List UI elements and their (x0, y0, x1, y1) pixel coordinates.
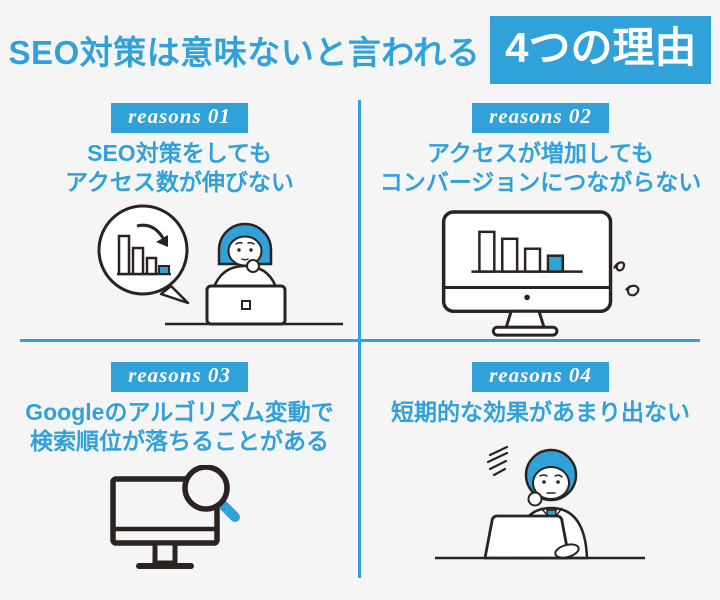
woman-declining-chart-illustration-icon (97, 204, 343, 326)
reason-3-heading-line-1: Googleのアルゴリズム変動で (25, 399, 334, 425)
page-title: SEO対策は意味ないと言われる (8, 34, 481, 71)
reason-1-heading-line-1: SEO対策をしても (87, 140, 272, 166)
reason-3-section: reasons 03 Googleのアルゴリズム変動で 検索順位が落ちることがあ… (0, 342, 359, 600)
reason-2-heading-line-1: アクセスが増加しても (426, 140, 654, 166)
reason-2-heading-line-2: コンバージョンにつながらない (379, 169, 702, 196)
reason-4-heading-line-1: 短期的な効果があまり出ない (391, 399, 690, 425)
reason-1-heading: SEO対策をしても アクセス数が伸びない (65, 139, 294, 198)
magnifier-lens-icon (181, 464, 230, 512)
worried-man-laptop-illustration-icon (435, 446, 645, 560)
reason-3-heading: Googleのアルゴリズム変動で 検索順位が落ちることがある (25, 398, 334, 457)
reason-2-badge: reasons 02 (472, 103, 609, 133)
page-title-highlight: 4つの理由 (490, 15, 712, 85)
reason-2-heading: アクセスが増加しても コンバージョンにつながらない (380, 139, 702, 198)
reason-1-badge: reasons 01 (111, 103, 248, 133)
reason-3-badge: reasons 03 (111, 362, 248, 392)
worry-scribble-icon (486, 446, 509, 477)
reason-1-section: reasons 01 SEO対策をしても アクセス数が伸びない (0, 100, 359, 339)
reason-4-heading: 短期的な効果があまり出ない (391, 398, 690, 427)
reason-2-section: reasons 02 アクセスが増加しても コンバージョンにつながらない (361, 100, 720, 339)
monitor-magnifier-illustration-icon (109, 464, 240, 569)
horizontal-divider (20, 339, 700, 342)
magnifier-handle-icon (215, 497, 240, 522)
reason-4-badge: reasons 04 (472, 362, 609, 392)
header: SEO対策は意味ないと言われる 4つの理由 (0, 0, 720, 100)
confusion-squiggle-icon (612, 261, 639, 297)
reason-1-heading-line-2: アクセス数が伸びない (65, 169, 294, 196)
reason-3-heading-line-2: 検索順位が落ちることがある (30, 428, 329, 455)
monitor-bar-chart-illustration-icon (441, 210, 639, 337)
reason-4-section: reasons 04 短期的な効果があまり出ない (361, 342, 720, 600)
